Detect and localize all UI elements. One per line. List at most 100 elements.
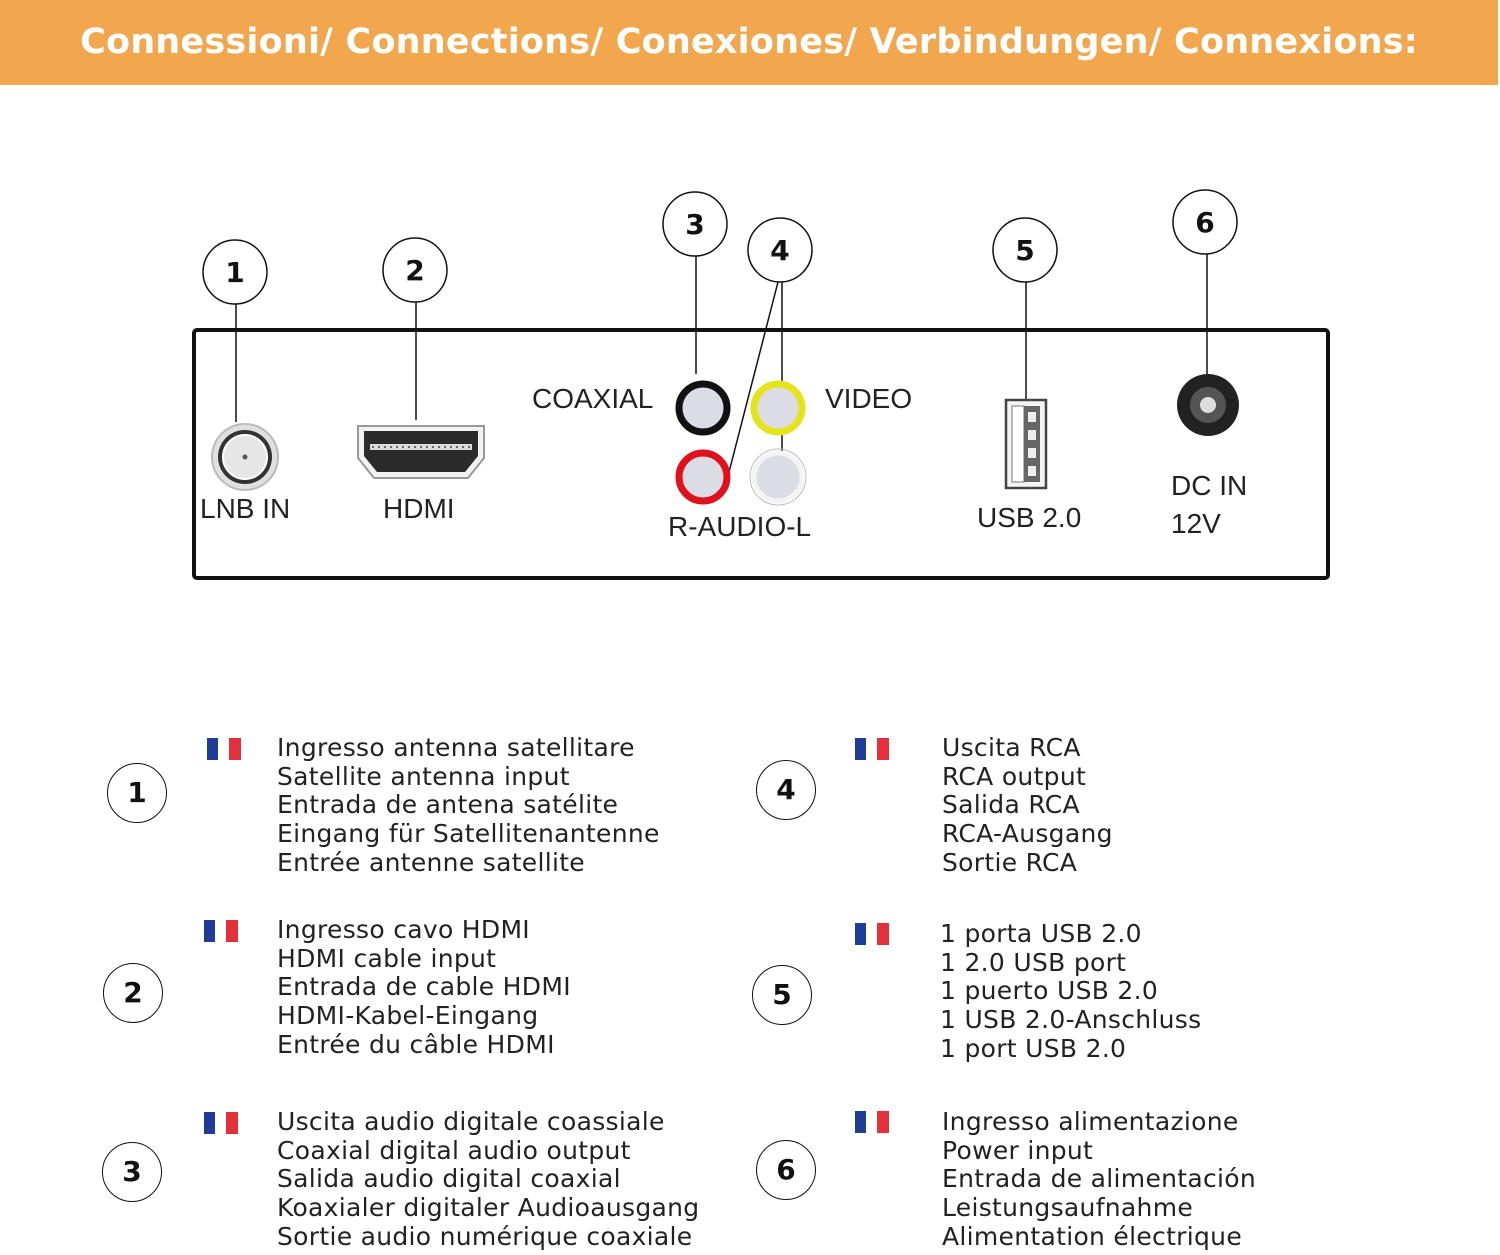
legend-line: Ingresso alimentazione (942, 1107, 1239, 1136)
dc-voltage-label: 12V (1171, 508, 1221, 539)
legend-line: Alimentation électrique (942, 1221, 1243, 1251)
legend-line: HDMI-Kabel-Eingang (277, 1001, 539, 1031)
audio-label: R-AUDIO-L (668, 511, 811, 542)
callout-1: 1 (202, 239, 268, 305)
legend-line: Coaxial digital audio output (277, 1135, 631, 1165)
callout-circle (382, 237, 448, 303)
legend-line: Entrée du câble HDMI (277, 1029, 555, 1059)
language-flags (207, 738, 241, 881)
lnb-in-connector (211, 423, 279, 491)
legend-line: 1 porta USB 2.0 (940, 919, 1142, 948)
legend-line: 1 USB 2.0-Anschluss (940, 1005, 1202, 1035)
germany-flag-icon (855, 1111, 889, 1219)
callout-4: 4 (747, 217, 813, 283)
france-flag-icon (855, 923, 889, 1060)
callout-number: 1 (225, 256, 244, 289)
uk-flag-icon (204, 1112, 238, 1163)
spain-flag-icon (855, 923, 889, 1002)
legend-line: Salida RCA (942, 790, 1080, 820)
language-flags (855, 1111, 889, 1254)
lnb-in-label: LNB IN (200, 493, 290, 524)
coaxial-connector (675, 380, 731, 436)
spain-flag-icon (855, 1111, 889, 1190)
france-flag-icon (204, 1112, 238, 1249)
france-flag-icon (207, 738, 241, 875)
spain-flag-icon (207, 738, 241, 817)
callout-2: 2 (382, 237, 448, 303)
callout-number: 2 (405, 254, 424, 287)
callout-number: 6 (1195, 206, 1214, 239)
spain-flag-icon (204, 1112, 238, 1191)
germany-flag-icon (204, 920, 238, 1028)
uk-flag-icon (855, 923, 889, 974)
header-banner: Connessioni/ Connections/ Conexiones/ Ve… (0, 0, 1498, 85)
france-flag-icon (855, 1111, 889, 1248)
legend-line: Leistungsaufnahme (942, 1193, 1194, 1223)
legend-line: Satellite antenna input (277, 761, 570, 791)
language-flags (855, 923, 889, 1066)
connection-panel-diagram: LNB IN HDMI COAXIAL VIDEO R-AUDIO-L USB … (192, 189, 1330, 580)
uk-flag-icon (855, 738, 889, 789)
uk-flag-icon (855, 1111, 889, 1162)
usb-label: USB 2.0 (977, 502, 1081, 533)
callout-circle (202, 239, 268, 305)
legend-line: Ingresso antenna satellitare (277, 733, 635, 762)
legend-line: Salida audio digital coaxial (277, 1164, 621, 1194)
uk-flag-icon (207, 738, 241, 789)
legend-number: 5 (752, 965, 812, 1025)
legend-line: Sortie RCA (942, 847, 1078, 877)
language-flags (204, 920, 238, 1063)
callout-number: 5 (1015, 234, 1034, 267)
germany-flag-icon (204, 1112, 238, 1220)
callout-number: 4 (770, 234, 789, 267)
legend-line: RCA output (942, 761, 1087, 791)
usb-connector (1004, 398, 1048, 490)
legend-number: 2 (103, 963, 163, 1023)
legend-line: Uscita RCA (942, 733, 1081, 762)
dc-in-label: DC IN (1171, 470, 1247, 501)
callout-circle (992, 217, 1058, 283)
legend-line: Entrée antenne satellite (277, 847, 585, 877)
germany-flag-icon (855, 738, 889, 846)
audio-right-connector (675, 449, 731, 505)
hdmi-connector (357, 425, 485, 479)
callout-number: 3 (685, 208, 704, 241)
legend-number: 1 (107, 763, 167, 823)
language-flags (855, 738, 889, 881)
legend-line: Sortie audio numérique coaxiale (277, 1221, 693, 1251)
coaxial-label: COAXIAL (532, 383, 653, 414)
receiver-back-panel (192, 328, 1330, 580)
video-label: VIDEO (825, 383, 912, 414)
france-flag-icon (855, 738, 889, 875)
audio-left-connector (751, 450, 805, 504)
legend-line: 1 port USB 2.0 (940, 1033, 1127, 1063)
callout-circle (662, 191, 728, 257)
dc-in-connector (1177, 374, 1239, 436)
legend-line: HDMI cable input (277, 943, 497, 973)
spain-flag-icon (855, 738, 889, 817)
spain-flag-icon (204, 920, 238, 999)
hdmi-label: HDMI (383, 493, 455, 524)
uk-flag-icon (204, 920, 238, 971)
legend-line: Koaxialer digitaler Audioausgang (277, 1193, 700, 1223)
legend-number: 4 (756, 760, 816, 820)
callout-5: 5 (992, 217, 1058, 283)
callout-6: 6 (1172, 189, 1238, 255)
legend-number: 3 (102, 1142, 162, 1202)
legend-number: 6 (756, 1140, 816, 1200)
legend-line: Entrada de antena satélite (277, 790, 619, 820)
leader-lines (235, 254, 1208, 496)
callout-3: 3 (662, 191, 728, 257)
germany-flag-icon (855, 923, 889, 1031)
legend-line: RCA-Ausgang (942, 819, 1113, 849)
legend-line: 1 puerto USB 2.0 (940, 976, 1159, 1006)
legend-line: Ingresso cavo HDMI (277, 915, 530, 944)
legend-line: Entrada de cable HDMI (277, 972, 571, 1002)
video-connector (750, 380, 806, 436)
